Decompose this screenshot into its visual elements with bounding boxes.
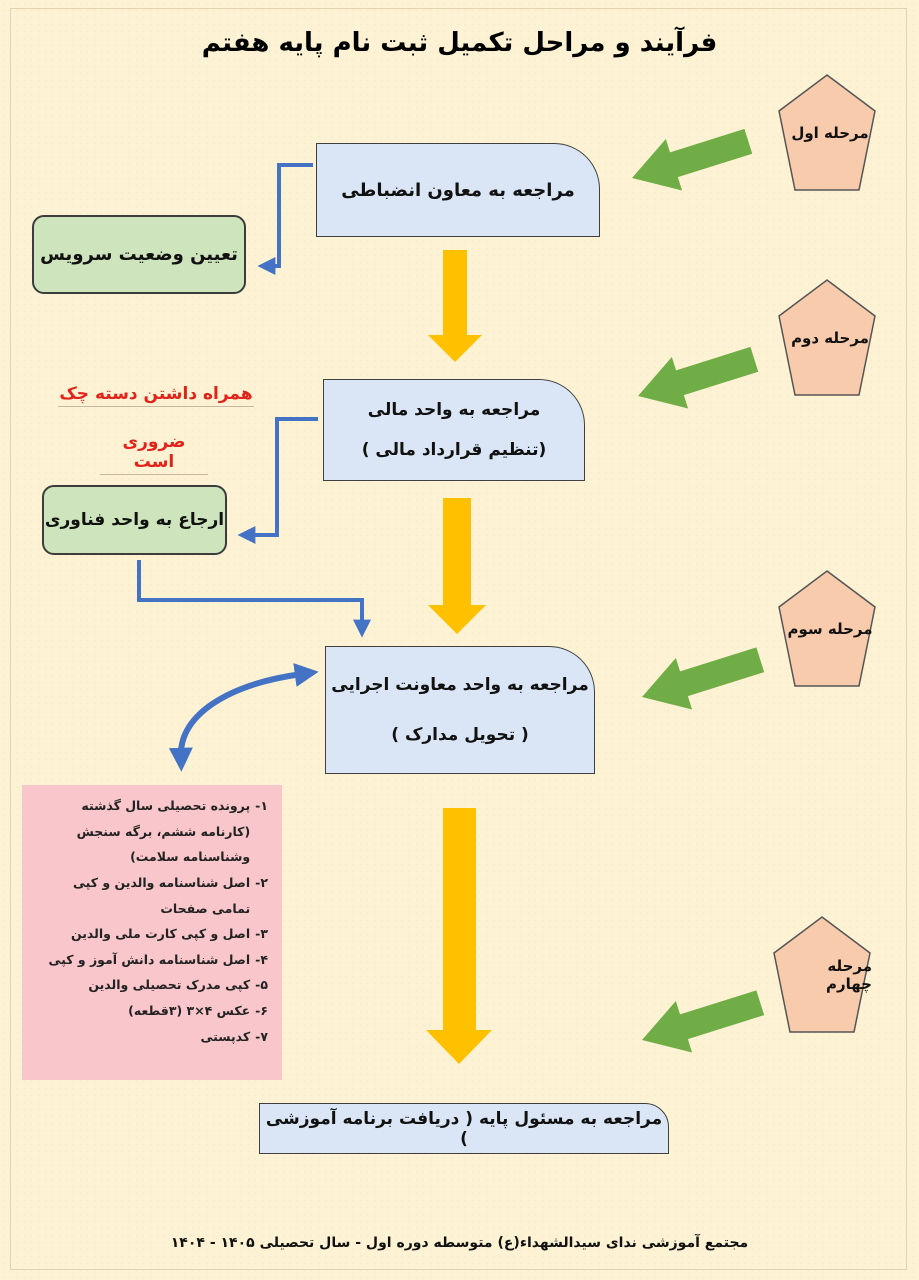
- step-4-label: مراجعه به مسئول پایه ( دریافت برنامه آمو…: [265, 1108, 663, 1149]
- step-2-sublabel: (تنظیم قرارداد مالی ): [361, 440, 547, 460]
- step-3-box: مراجعه به واحد معاونت اجرایی ( تحویل مدا…: [325, 646, 595, 774]
- flow-arrow-1: [428, 250, 482, 362]
- stage-1-label: مرحله اول: [791, 124, 869, 142]
- step-2-box: مراجعه به واحد مالی (تنظیم قرارداد مالی …: [323, 379, 585, 481]
- document-item: ۲-اصل شناسنامه والدین و کپی تمامی صفحات: [73, 874, 268, 916]
- pentagon-shape: [778, 279, 876, 396]
- pentagon-shape: [778, 74, 876, 191]
- connector-service: [257, 163, 313, 275]
- step-1-box: مراجعه به معاون انضباطی: [316, 143, 600, 237]
- service-status-label: تعیین وضعیت سرویس: [40, 244, 238, 265]
- document-item: ۱-پرونده تحصیلی سال گذشته (کارنامه ششم، …: [76, 798, 268, 865]
- cheque-note-line-1: همراه داشتن دسته چک: [58, 384, 254, 407]
- service-status-box: تعیین وضعیت سرویس: [32, 215, 246, 294]
- step-2-label: مراجعه به واحد مالی: [367, 400, 541, 420]
- documents-list: ۱-پرونده تحصیلی سال گذشته (کارنامه ششم، …: [22, 785, 282, 1080]
- document-item: ۴-اصل شناسنامه دانش آموز و کپی: [48, 951, 268, 967]
- stage-3-pentagon: مرحله سوم: [777, 569, 877, 689]
- step-3-label: مراجعه به واحد معاونت اجرایی: [331, 675, 589, 695]
- flow-arrow-2: [428, 498, 486, 634]
- flow-arrow-3: [426, 808, 492, 1064]
- step-1-label: مراجعه به معاون انضباطی: [341, 179, 575, 201]
- stage-arrow-2: [638, 346, 759, 409]
- stage-arrow-3: [642, 647, 765, 710]
- document-item: ۵-کپی مدرک تحصیلی والدین: [88, 977, 268, 993]
- document-item: ۶-عکس ۴×۳ (۳قطعه): [128, 1003, 268, 1018]
- stage-arrow-1: [632, 128, 753, 191]
- connector-tech-to-step3: [137, 560, 371, 638]
- page-frame: [10, 8, 907, 1270]
- stage-1-pentagon: مرحله اول: [777, 73, 877, 193]
- page-title: فرآیند و مراحل تکمیل ثبت نام پایه هفتم: [201, 28, 718, 58]
- document-item: ۷-کدپستی: [200, 1028, 269, 1044]
- stage-arrow-4: [642, 990, 765, 1053]
- step-3-sublabel: ( تحویل مدارک ): [391, 725, 529, 745]
- stage-2-pentagon: مرحله دوم: [777, 278, 877, 398]
- stage-4-pentagon: مرحله چهارم: [772, 915, 872, 1035]
- tech-unit-label: ارجاع به واحد فناوری: [44, 510, 225, 530]
- page-footer: مجتمع آموزشی ندای سیدالشهداء(ع) متوسطه د…: [170, 1235, 749, 1251]
- pentagon-shape: [778, 570, 876, 687]
- tech-unit-box: ارجاع به واحد فناوری: [42, 485, 227, 555]
- cheque-note-line-2: ضروری است: [100, 432, 208, 475]
- pentagon-shape: [773, 916, 871, 1033]
- stage-3-label: مرحله سوم: [787, 620, 873, 638]
- step-4-box: مراجعه به مسئول پایه ( دریافت برنامه آمو…: [259, 1103, 669, 1154]
- stage-2-label: مرحله دوم: [791, 329, 869, 347]
- connector-tech: [237, 417, 318, 544]
- stage-4-label: مرحله چهارم: [826, 957, 872, 993]
- connector-step3-documents: [168, 663, 319, 772]
- document-item: ۳-اصل و کپی کارت ملی والدین: [70, 926, 268, 942]
